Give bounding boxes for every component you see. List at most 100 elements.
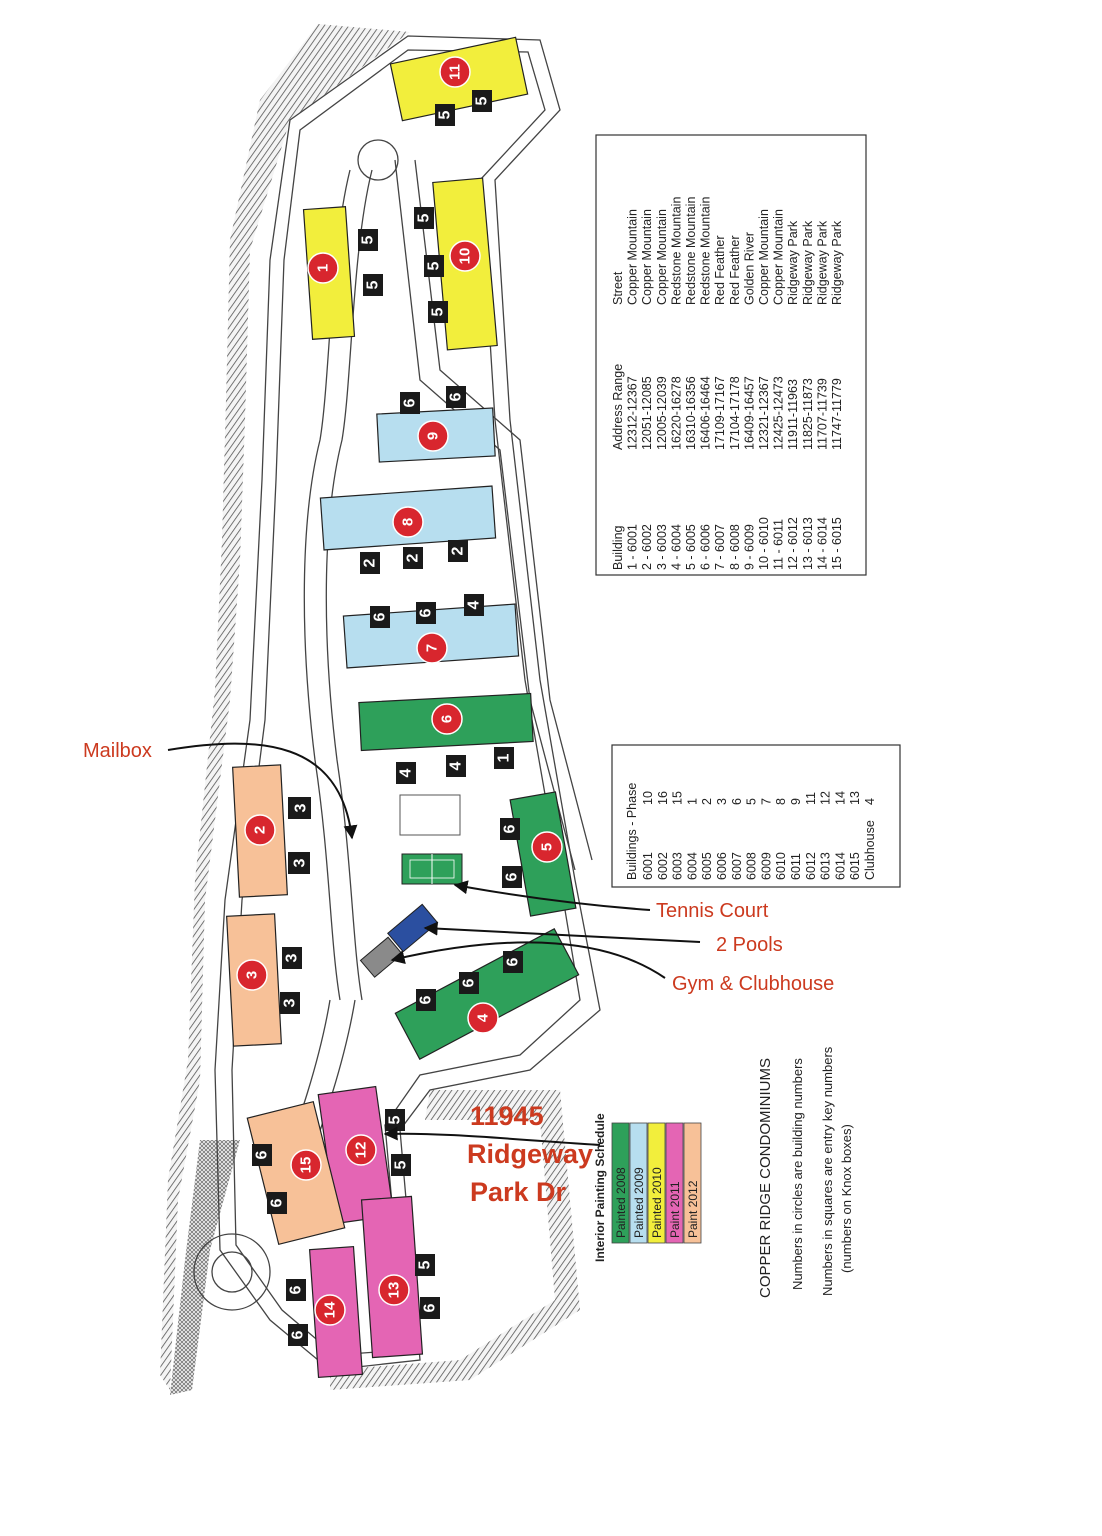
entry-key-box — [267, 1192, 287, 1214]
entry-key-box — [500, 818, 520, 840]
street-table-cell: 16406-16464 — [699, 376, 713, 450]
entry-key-number: 5 — [426, 261, 443, 270]
street-table-cell: 3 - 6003 — [655, 524, 669, 570]
entry-key-29: 6 — [503, 951, 523, 973]
phase-table-building: Clubhouse — [863, 820, 877, 880]
entry-key-8: 6 — [400, 392, 420, 414]
entry-key-34: 5 — [385, 1109, 405, 1131]
building-5: 5 — [509, 791, 577, 917]
street-table-cell: Copper Mountain — [655, 209, 669, 305]
legend-label: Painted 2010 — [650, 1167, 664, 1238]
building-7-number: 7 — [424, 644, 441, 652]
amenities — [359, 794, 463, 978]
entry-key-box — [385, 1109, 405, 1131]
clubhouse — [359, 936, 403, 978]
street-table-cell: 13 - 6013 — [801, 517, 815, 570]
building-4: 4 — [394, 927, 580, 1061]
southwest-hatch — [170, 1140, 240, 1395]
legend-label: Paint 2012 — [686, 1180, 700, 1238]
entry-key-box — [459, 972, 479, 994]
entry-key-number: 6 — [505, 957, 522, 966]
phase-table-frame — [611, 744, 901, 888]
entry-key-box — [363, 274, 383, 296]
pools — [387, 903, 439, 953]
building-1-number-circle — [307, 252, 339, 284]
building-14-number: 14 — [322, 1301, 339, 1318]
phase-table-phase: 14 — [833, 791, 847, 805]
entry-key-number: 3 — [282, 998, 299, 1007]
entry-key-6: 5 — [424, 255, 444, 277]
entry-key-14: 6 — [416, 602, 436, 624]
street-table-cell: 7 - 6007 — [713, 524, 727, 570]
terrain-hatching — [160, 24, 580, 1395]
street-table-cell: 11 - 6011 — [772, 519, 786, 570]
gym-clubhouse-label: Gym & Clubhouse — [672, 973, 834, 995]
phase-table-building: 6006 — [715, 852, 729, 880]
building-10-number-circle — [449, 240, 481, 272]
entry-key-box — [403, 547, 423, 569]
entry-key-box — [396, 762, 416, 784]
entry-key-number: 6 — [402, 398, 419, 407]
entry-key-number: 5 — [416, 213, 433, 222]
entry-key-16: 4 — [396, 762, 416, 784]
entry-key-box — [435, 104, 455, 126]
entry-key-3: 5 — [358, 229, 378, 251]
building-13: 13 — [360, 1195, 424, 1359]
entry-key-10: 2 — [360, 552, 380, 574]
phase-table-building: 6008 — [745, 852, 759, 880]
entry-key-31: 6 — [267, 1192, 287, 1214]
entry-key-box — [415, 1254, 435, 1276]
entry-key-1: 5 — [435, 104, 455, 126]
entry-key-number: 6 — [504, 872, 521, 881]
entry-key-number: 5 — [417, 1260, 434, 1269]
entry-key-number: 5 — [360, 235, 377, 244]
entry-key-number: 5 — [393, 1160, 410, 1169]
entry-key-19: 6 — [500, 818, 520, 840]
entry-key-38: 6 — [286, 1279, 306, 1301]
street-table-cell: 15 - 6015 — [830, 517, 844, 570]
street-table-frame — [595, 134, 867, 576]
phase-table-phase: 6 — [730, 798, 744, 805]
street-table-cell: Redstone Mountain — [699, 197, 713, 305]
entry-keys: 5555555662226644416633333366666655556666 — [252, 90, 523, 1346]
street-table-cell: 17109-17167 — [713, 376, 727, 450]
entry-key-number: 2 — [362, 558, 379, 567]
legend-swatch — [629, 1122, 648, 1244]
entry-key-20: 6 — [502, 866, 522, 888]
entry-key-number: 4 — [448, 761, 465, 770]
entry-key-number: 4 — [398, 768, 415, 777]
entry-key-37: 6 — [420, 1297, 440, 1319]
entry-key-box — [424, 255, 444, 277]
street-table-cell: Ridgeway Park — [786, 220, 800, 305]
entry-key-box — [280, 992, 300, 1014]
building-9-number: 9 — [425, 432, 442, 440]
phase-table-building: 6004 — [685, 852, 699, 880]
entry-key-box — [428, 301, 448, 323]
entry-key-9: 6 — [446, 386, 466, 408]
entry-key-number: 3 — [292, 858, 309, 867]
phase-table-building: 6003 — [671, 852, 685, 880]
street-table-cell: Ridgeway Park — [815, 220, 829, 305]
legend-swatch — [611, 1122, 630, 1244]
street-table-cell: 1 - 6001 — [626, 524, 640, 570]
street-table-cell: 16220-16278 — [669, 376, 683, 450]
entry-key-28: 6 — [459, 972, 479, 994]
entry-key-number: 6 — [418, 995, 435, 1004]
phase-table-phase: 15 — [671, 791, 685, 805]
street-table-cell: Copper Mountain — [640, 209, 654, 305]
street-table-cell: 12051-12085 — [640, 376, 654, 450]
entry-key-box — [291, 797, 311, 819]
phase-table-phase: 16 — [656, 791, 670, 805]
entry-key-number: 5 — [430, 307, 447, 316]
entry-key-box — [464, 594, 484, 616]
address-line3: Park Dr — [470, 1177, 567, 1207]
entry-key-number: 5 — [437, 110, 454, 119]
notes-line2: Numbers in squares are entry key numbers — [820, 1046, 835, 1296]
entry-key-number: 4 — [466, 600, 483, 609]
entry-key-number: 3 — [284, 953, 301, 962]
address-line1: 11945 — [470, 1101, 544, 1131]
phase-table-phase: 9 — [789, 798, 803, 805]
